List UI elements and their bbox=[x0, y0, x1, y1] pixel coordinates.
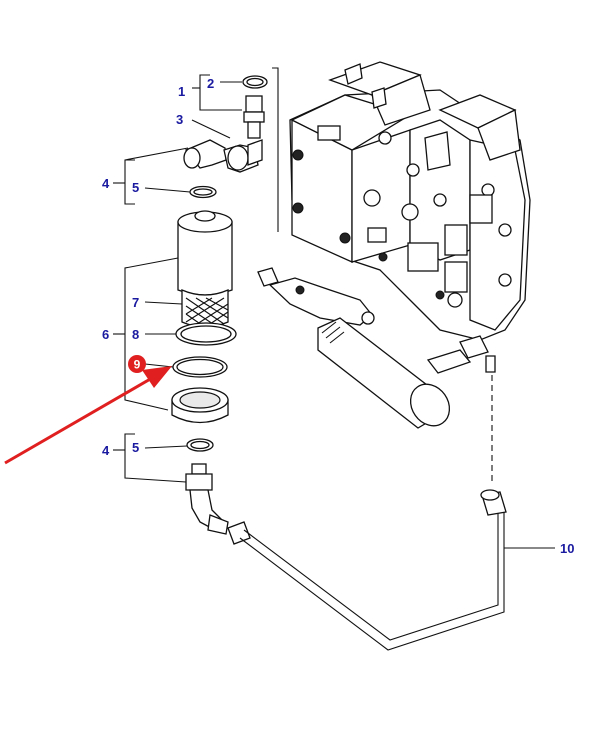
callout-9: 9 bbox=[134, 358, 141, 372]
return-filter-housing bbox=[257, 267, 451, 429]
callout-8: 8 bbox=[132, 327, 139, 342]
lower-fittings bbox=[185, 438, 229, 535]
upper-fittings bbox=[183, 75, 268, 199]
callout-leaders bbox=[113, 74, 555, 549]
callout-5-lower: 5 bbox=[132, 440, 139, 455]
callout-1: 1 bbox=[178, 84, 185, 99]
highlight-arrow bbox=[4, 366, 172, 465]
callout-10: 10 bbox=[560, 541, 574, 556]
control-valve-assembly bbox=[289, 61, 531, 374]
callout-2: 2 bbox=[207, 76, 214, 91]
callout-labels: 1 2 3 4 5 6 7 8 9 4 5 10 bbox=[102, 76, 574, 556]
callout-4-lower: 4 bbox=[102, 443, 110, 458]
callout-6: 6 bbox=[102, 327, 109, 342]
callout-3: 3 bbox=[176, 112, 183, 127]
callout-9-highlight: 9 bbox=[128, 355, 146, 373]
callout-4-upper: 4 bbox=[102, 176, 110, 191]
assembly-bracket bbox=[272, 67, 279, 232]
callout-7: 7 bbox=[132, 295, 139, 310]
filter-stack bbox=[171, 210, 237, 424]
hydraulic-pipe bbox=[227, 375, 507, 651]
callout-5-upper: 5 bbox=[132, 180, 139, 195]
